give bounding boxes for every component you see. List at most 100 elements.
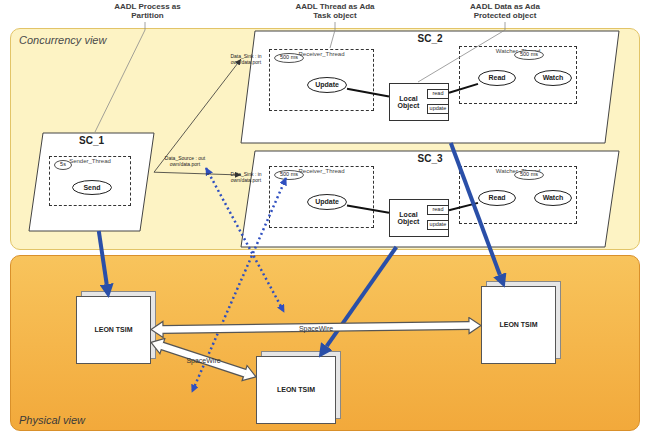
period-ellipse: 5s — [54, 160, 72, 170]
subprogram-ellipse: Read — [478, 70, 516, 86]
node-text: Concurrency view — [19, 35, 106, 47]
binding-arrow — [327, 247, 397, 346]
partition-outline — [241, 31, 619, 143]
port-label: Data_Sink : in own/data.port — [226, 54, 266, 65]
partition-outline — [241, 151, 619, 247]
data-access-line — [449, 84, 478, 93]
node-text: Update — [307, 194, 347, 210]
node-text: Local Object — [391, 84, 426, 120]
callout-label: AADL Thread as Ada Task object — [290, 3, 380, 21]
node-text: LEON TSIM — [77, 297, 150, 363]
connector-group — [162, 326, 470, 330]
thread-box: Receiver_Thread500 msUpdate — [269, 166, 374, 228]
processor-box: LEON TSIM — [76, 296, 151, 364]
callout-label: AADL Data as Ada Protected object — [455, 3, 555, 21]
ellipse-outline — [73, 181, 112, 195]
port-label: Data_Sink : in own/data.port — [226, 172, 266, 183]
link-label: SpaceWire — [186, 356, 220, 363]
ellipse-outline — [515, 51, 544, 60]
node-text: 500 ms — [274, 170, 304, 180]
connector-group — [99, 231, 107, 284]
connector-group — [154, 59, 241, 172]
subprogram-ellipse: Watch — [534, 190, 572, 206]
data-access-line — [449, 203, 478, 210]
subprogram-ellipse: Watch — [534, 70, 572, 86]
access-port-box: read — [427, 89, 449, 99]
connector-group — [154, 172, 241, 175]
partition-outline — [29, 133, 154, 231]
ellipse-outline — [515, 171, 544, 180]
subprogram-ellipse: Send — [72, 180, 112, 195]
protected-object-box: Local Objectread update — [389, 83, 449, 121]
node-text: 500 ms — [274, 53, 304, 63]
subprogram-ellipse: Update — [307, 77, 347, 93]
node-text: 500 ms — [514, 50, 544, 60]
node-text: LEON TSIM — [482, 287, 555, 363]
ellipse-outline — [308, 195, 347, 210]
port-connection — [154, 172, 241, 175]
node-text: SC_3 — [241, 154, 619, 165]
node-text: read — [428, 90, 448, 98]
node-text: 500 ms — [514, 170, 544, 180]
ellipse-outline — [275, 54, 304, 63]
bus-link — [162, 346, 244, 373]
bus-link — [163, 326, 469, 330]
node-text: update — [428, 105, 448, 113]
node-text: Send — [72, 180, 112, 195]
subprogram-ellipse: Update — [307, 194, 347, 210]
bus-link-inner — [162, 326, 470, 330]
thread-box: Watcher_Thread500 msReadWatch — [459, 46, 577, 104]
access-port-box: read — [427, 205, 449, 215]
data-access-line — [347, 205, 389, 212]
connector-group — [451, 143, 500, 275]
subprogram-ellipse: Read — [478, 190, 516, 206]
node-text: update — [428, 221, 448, 229]
node-text: SC_2 — [241, 34, 619, 45]
node-text: Read — [478, 190, 516, 206]
connector-group — [161, 346, 245, 374]
node-text: Watch — [534, 70, 572, 86]
binding-arrow — [451, 143, 500, 275]
processor-box: LEON TSIM — [481, 286, 556, 364]
ellipse-outline — [479, 191, 516, 206]
leader-line — [330, 22, 335, 48]
node-text: LEON TSIM — [257, 357, 335, 423]
node-text: Read — [478, 70, 516, 86]
connector-group — [347, 205, 389, 212]
view-band: Concurrency viewSC_1Sender_Thread5sSendS… — [10, 28, 640, 250]
ellipse-outline — [479, 71, 516, 86]
node-text: Local Object — [391, 200, 426, 236]
period-ellipse: 500 ms — [514, 170, 544, 180]
protected-object-box: Local Objectread update — [389, 199, 449, 237]
period-ellipse: 500 ms — [514, 50, 544, 60]
port-label: Data_Source : out own/data.port — [157, 156, 213, 167]
connector-group — [327, 247, 397, 346]
leader-line — [418, 22, 505, 82]
node-text: read — [428, 206, 448, 214]
partition-plane: SC_1Sender_Thread5sSend — [29, 133, 154, 231]
node-text: SC_1 — [29, 136, 154, 147]
node-text: Update — [307, 77, 347, 93]
connector-group — [347, 89, 389, 97]
node-text: Physical view — [19, 415, 85, 427]
ellipse-outline — [55, 161, 72, 170]
leader-line — [95, 22, 145, 132]
node-text: Watch — [534, 190, 572, 206]
period-ellipse: 500 ms — [274, 170, 304, 180]
thread-box: Sender_Thread5sSend — [49, 156, 131, 206]
mapping-arrow — [206, 168, 284, 312]
access-port-box: update — [427, 220, 449, 230]
partition-plane: SC_3Receiver_Thread500 msUpdateLocal Obj… — [241, 151, 619, 247]
ellipse-outline — [308, 78, 347, 93]
bus-link-inner — [161, 346, 245, 374]
mapping-arrow — [192, 178, 286, 392]
ellipse-outline — [275, 171, 304, 180]
access-port-box: update — [427, 104, 449, 114]
ellipse-outline — [535, 71, 572, 86]
view-band: Physical view LEON TSIM LEON TSIM LEON TSIM — [10, 255, 640, 431]
period-ellipse: 500 ms — [274, 53, 304, 63]
partition-plane: SC_2Receiver_Thread500 msUpdateLocal Obj… — [241, 31, 619, 143]
link-label: SpaceWire — [299, 324, 333, 331]
data-access-line — [347, 89, 389, 97]
